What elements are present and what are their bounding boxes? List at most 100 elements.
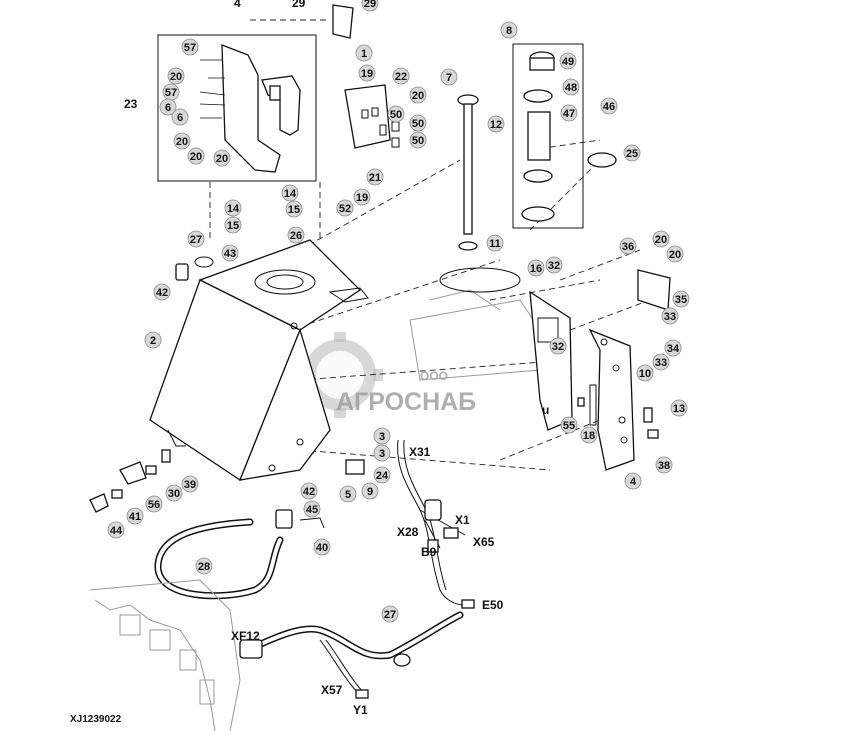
part-bubble-label: 50 [412,135,424,147]
part-bubble-label: 7 [446,72,452,84]
part-bubble-label: 43 [224,248,236,260]
part-bubble-label: 21 [369,172,381,184]
part-bubble-label: 33 [664,311,676,323]
part-bubble: 15 [285,200,303,218]
part-bubble: 11 [486,234,504,252]
part-bubble-label: 27 [384,609,396,621]
connector-label: E50 [482,598,504,612]
part-bubble: 32 [549,337,567,355]
part-bubble: 29 [361,0,379,12]
part-bubble: 20 [187,147,205,165]
part-bubble: 18 [580,426,598,444]
part-bubble-label: 40 [316,542,328,554]
part-bubble-label: 55 [563,420,575,432]
watermark-logo: ООО АГРОСНАБ [297,289,541,418]
part-bubble: 45 [303,500,321,518]
part-bubble-label: 57 [184,42,196,54]
connector-label: B9 [421,545,437,559]
connector-label: 4 [234,0,241,10]
part-bubble-label: 50 [390,109,402,121]
part-bubble: 50 [387,105,405,123]
part-bubble: 14 [224,199,242,217]
part-bubble-label: 35 [675,294,687,306]
connector-label: Y1 [353,703,368,717]
connector-label: 23 [124,97,138,111]
connector-label: X1 [455,513,470,527]
connector-label: X65 [473,535,495,549]
part-bubble: 33 [652,353,670,371]
part-bubble: 48 [562,78,580,96]
part-bubble-label: 48 [565,82,577,94]
part-bubble-label: 11 [489,238,501,250]
part-bubble-label: 30 [168,488,180,500]
part-bubble-label: 9 [367,486,373,498]
part-bubble: 15 [224,216,242,234]
part-bubble: 9 [361,482,379,500]
part-bubble-label: 20 [190,151,202,163]
part-bubble: 35 [672,290,690,308]
part-bubble-label: 42 [303,486,315,498]
part-bubble-label: 49 [562,56,574,68]
part-bubble: 19 [353,188,371,206]
part-bubble-label: 20 [216,153,228,165]
part-bubble-label: 6 [177,112,183,124]
part-bubble: 30 [165,484,183,502]
part-bubble-label: 20 [669,249,681,261]
part-bubble-label: 2 [150,335,156,347]
part-bubble: 47 [560,104,578,122]
part-bubble: 46 [600,97,618,115]
part-bubble-label: 42 [156,287,168,299]
part-bubble: 20 [666,245,684,263]
part-bubble: 49 [559,52,577,70]
part-bubble: 12 [487,115,505,133]
connector-label: 29 [292,0,306,10]
part-bubble: 42 [300,482,318,500]
part-bubble-label: 32 [552,341,564,353]
part-bubble-label: 28 [198,561,210,573]
part-bubble: 13 [670,399,688,417]
part-bubble: 27 [187,230,205,248]
part-bubble: 3 [373,444,391,462]
part-bubble: 44 [107,521,125,539]
part-bubble: 52 [336,199,354,217]
part-bubble: 34 [664,339,682,357]
part-bubble: 2 [144,331,162,349]
part-bubble-label: 26 [290,230,302,242]
part-bubble: 6 [159,98,177,116]
part-bubble: 6 [171,108,189,126]
part-bubble-label: 20 [176,136,188,148]
fuel-sender-12 [439,94,521,293]
part-bubble-label: 24 [376,470,389,482]
part-bubble-label: 15 [288,204,300,216]
watermark-big-text: АГРОСНАБ [336,388,476,416]
part-bubble-label: 41 [129,511,141,523]
part-bubble: 57 [181,38,199,56]
part-bubble: 55 [560,416,578,434]
part-bubble-label: 3 [379,431,385,443]
part-bubble-label: 4 [630,476,637,488]
part-bubble-label: 19 [356,192,368,204]
part-bubble-label: 52 [339,203,351,215]
part-bubble-label: 32 [548,260,560,272]
part-bubble-label: 12 [490,119,502,131]
part-bubble-label: 27 [190,234,202,246]
part-bubble-label: 16 [530,263,542,275]
part-bubble-label: 3 [379,448,385,460]
part-bubble-label: 25 [626,148,638,160]
part-bubble: 20 [173,132,191,150]
part-bubble: 3 [373,427,391,445]
mounting-plate-22 [344,84,400,149]
part-bubble-label: 1 [361,48,367,60]
part-bubble: 25 [623,144,641,162]
chassis-frame-outline [89,579,241,731]
part-bubble: 4 [624,472,642,490]
part-bubble: 20 [652,230,670,248]
part-bubble: 57 [162,83,180,101]
part-bubble-label: 5 [345,489,351,501]
part-bubble-label: 8 [506,25,512,37]
part-bubble-label: 34 [667,343,680,355]
part-bubble: 50 [409,114,427,132]
part-bubble-label: 15 [227,220,239,232]
part-bubble: 27 [381,605,399,623]
part-bubble: 28 [195,557,213,575]
